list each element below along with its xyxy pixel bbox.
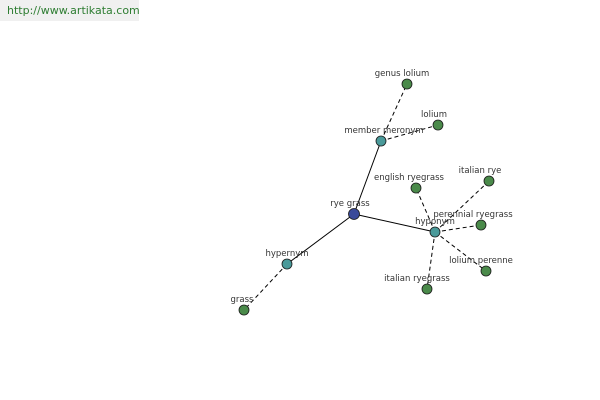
edge-member-meronym-to-genus-lolium xyxy=(380,83,408,142)
node-label-member-meronym[interactable]: member meronym xyxy=(344,126,423,136)
edges-layer xyxy=(243,83,490,311)
node-label-rye-grass[interactable]: rye grass xyxy=(330,199,370,209)
edge-hypernym-to-grass xyxy=(243,263,288,311)
node-lolium-perenne[interactable] xyxy=(480,265,492,277)
node-italian-rye[interactable] xyxy=(483,175,495,187)
node-label-lolium[interactable]: lolium xyxy=(421,110,447,120)
node-rye-grass[interactable] xyxy=(348,208,360,220)
node-label-perennial-ryegrass[interactable]: perennial ryegrass xyxy=(433,210,513,220)
site-url-link[interactable]: http://www.artikata.com xyxy=(7,4,140,17)
url-bar: http://www.artikata.com xyxy=(0,0,140,21)
edge-hyponym-to-italian-rye xyxy=(434,180,490,233)
node-hyponym[interactable] xyxy=(429,226,441,238)
node-perennial-ryegrass[interactable] xyxy=(475,219,487,231)
node-genus-lolium[interactable] xyxy=(401,78,413,90)
node-label-hypernym[interactable]: hypernym xyxy=(265,249,308,259)
node-english-ryegrass[interactable] xyxy=(410,182,422,194)
edge-hyponym-to-perennial-ryegrass xyxy=(434,224,482,233)
node-grass[interactable] xyxy=(238,304,250,316)
edge-hyponym-to-english-ryegrass xyxy=(415,187,436,233)
node-label-grass[interactable]: grass xyxy=(231,295,255,305)
node-label-english-ryegrass[interactable]: english ryegrass xyxy=(374,173,445,183)
edge-hyponym-to-italian-ryegrass xyxy=(426,231,436,290)
node-italian-ryegrass[interactable] xyxy=(421,283,433,295)
node-label-italian-rye[interactable]: italian rye xyxy=(459,166,502,176)
edge-rye-grass-to-member-meronym xyxy=(353,140,382,215)
edge-member-meronym-to-lolium xyxy=(380,124,439,142)
labels-layer: rye grass member meronym hyponym hypernym ge… xyxy=(231,69,514,305)
node-label-lolium-perenne[interactable]: lolium perenne xyxy=(449,256,513,266)
node-member-meronym[interactable] xyxy=(375,135,387,147)
node-label-genus-lolium[interactable]: genus lolium xyxy=(375,69,429,79)
edge-rye-grass-to-hypernym xyxy=(286,213,355,265)
node-label-italian-ryegrass[interactable]: italian ryegrass xyxy=(384,274,450,284)
node-lolium[interactable] xyxy=(432,119,444,131)
node-hypernym[interactable] xyxy=(281,258,293,270)
nodes-layer xyxy=(238,78,495,316)
node-label-hyponym[interactable]: hyponym xyxy=(415,217,455,227)
edge-rye-grass-to-hyponym xyxy=(353,213,436,233)
edge-hyponym-to-lolium-perenne xyxy=(434,231,487,272)
